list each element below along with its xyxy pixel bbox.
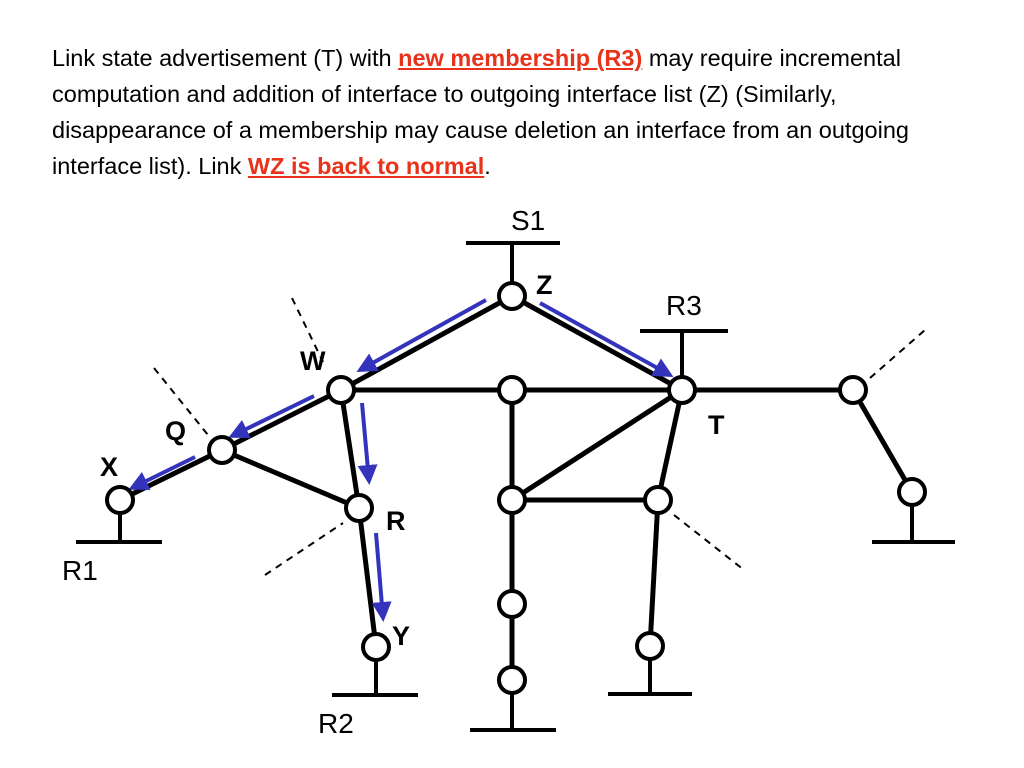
link-right-bottom	[647, 497, 661, 649]
router-right-bottom	[635, 631, 665, 661]
arrow-r-to-y	[371, 532, 392, 622]
caption-part-1: Link state advertisement (T) with	[52, 45, 399, 71]
routers	[105, 281, 927, 695]
dashed-boundary-far-right	[869, 329, 926, 379]
caption-part-3: .	[484, 153, 491, 179]
label-z: Z	[536, 270, 553, 300]
router-far-right	[838, 375, 868, 405]
label-x: X	[100, 452, 118, 482]
router-t	[667, 375, 697, 405]
label-t: T	[708, 410, 725, 440]
link-q-r	[219, 447, 362, 511]
label-s1: S1	[511, 205, 545, 236]
dashed-boundary-q	[153, 367, 209, 436]
router-w	[326, 375, 356, 405]
caption-highlight-new-membership: new membership (R3)	[398, 45, 643, 71]
router-r	[344, 493, 374, 523]
link-w-r	[338, 387, 362, 511]
router-x	[105, 485, 135, 515]
label-r2: R2	[318, 708, 354, 739]
dashed-boundaries	[153, 297, 926, 576]
link-r-y	[356, 505, 379, 650]
arrow-w-to-q	[228, 394, 315, 438]
caption-part-2: may require incremental computation and …	[52, 45, 909, 179]
router-labels: Z W T Q X R Y	[100, 270, 725, 651]
link-q-x	[117, 447, 225, 503]
router-z	[497, 281, 527, 311]
link-t-right	[655, 387, 685, 503]
dashed-boundary-r	[264, 522, 344, 576]
router-right-mid	[643, 485, 673, 515]
router-far-right-lower	[897, 477, 927, 507]
network-labels: S1 R3 R1 R2	[62, 205, 702, 739]
label-q: Q	[165, 416, 186, 446]
label-w: W	[300, 346, 326, 376]
link-z-t	[509, 293, 685, 393]
arrow-w-to-r	[357, 402, 378, 485]
link-far-right	[850, 387, 915, 495]
label-r1: R1	[62, 555, 98, 586]
link-z-w	[338, 293, 515, 393]
label-y: Y	[392, 621, 410, 651]
link-w-q	[219, 387, 344, 453]
caption-text: Link state advertisement (T) with new me…	[52, 40, 972, 184]
router-center-mid	[497, 485, 527, 515]
link-t-mid	[509, 387, 685, 503]
caption-highlight-wz-normal: WZ is back to normal	[247, 153, 485, 179]
label-r3: R3	[666, 290, 702, 321]
arrow-z-to-t	[539, 301, 674, 377]
router-center-lower	[497, 589, 527, 619]
router-y	[361, 632, 391, 662]
arrow-q-to-x	[128, 455, 196, 490]
router-q	[207, 435, 237, 465]
arrow-z-to-w	[356, 298, 487, 372]
label-r: R	[386, 506, 406, 536]
router-center-top	[497, 375, 527, 405]
router-center-bottom	[497, 665, 527, 695]
dashed-boundary-right-mid	[673, 514, 745, 571]
tree-arrows	[128, 298, 674, 622]
lan-segments	[76, 241, 955, 732]
